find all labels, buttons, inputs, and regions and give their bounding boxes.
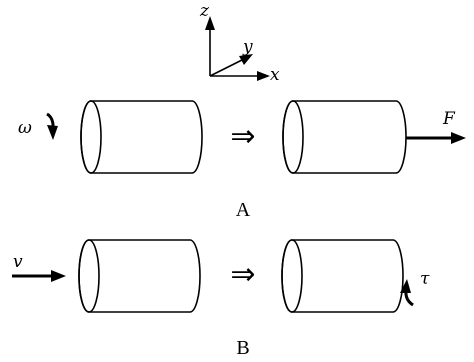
implies-arrow-a: ⇒ — [230, 119, 255, 154]
velocity-label: v — [13, 252, 23, 272]
cylinder-b-left — [78, 239, 201, 313]
cylinder-a-left — [80, 100, 203, 174]
torque-label: τ — [420, 269, 430, 289]
z-axis-arrowhead — [205, 16, 215, 30]
panel-a: ω ⇒ F A — [18, 100, 466, 221]
y-axis-line — [209, 57, 247, 77]
omega-label: ω — [18, 118, 32, 138]
panel-label-b: B — [236, 337, 249, 359]
cylinder-b-right — [281, 239, 404, 313]
velocity-arrow-v — [12, 270, 66, 282]
force-arrow-f — [406, 132, 466, 144]
x-axis-label: x — [270, 65, 280, 85]
rotation-arrow-omega — [46, 112, 58, 140]
panel-label-a: A — [236, 199, 251, 221]
implies-arrow-b: ⇒ — [230, 257, 255, 292]
cylinder-a-right — [282, 100, 407, 174]
z-axis-label: z — [199, 1, 210, 21]
y-axis-label: y — [242, 37, 253, 57]
force-label: F — [442, 109, 456, 129]
y-axis-arrowhead — [239, 54, 253, 65]
x-axis-arrowhead — [257, 71, 270, 81]
panel-b: v ⇒ τ B — [12, 239, 430, 359]
torque-arrow-tau — [400, 279, 414, 307]
coordinate-axes: z y x — [199, 1, 280, 85]
